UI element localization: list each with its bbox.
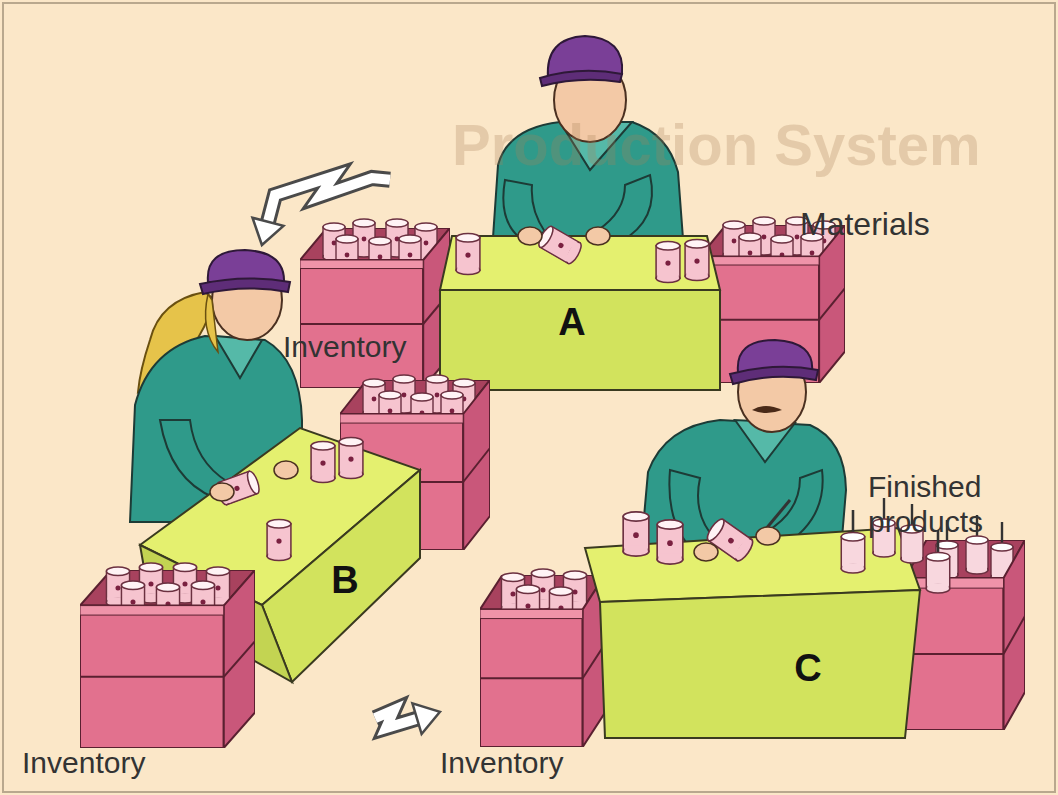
area-label: Inventory [283, 330, 406, 365]
arrow-body [375, 710, 417, 728]
table-letter: C [794, 649, 821, 687]
material-cylinder [339, 437, 363, 478]
area-label: Materials [800, 206, 930, 243]
arrow-head [253, 218, 284, 245]
inventory-crate [80, 570, 255, 748]
table-letter: B [331, 561, 358, 599]
watermark-text: Production System [452, 112, 981, 179]
hair [206, 294, 218, 352]
station-table: C [440, 340, 1030, 745]
worker-hand [756, 527, 780, 545]
moustache [752, 406, 782, 413]
worker-cap [208, 250, 284, 282]
material-cylinder [456, 233, 480, 274]
worker-hand [518, 227, 542, 245]
materials-crate [700, 225, 845, 383]
finished-product [841, 510, 864, 573]
cap-brim [540, 71, 622, 86]
flow-arrow [375, 703, 440, 734]
arrow-outline [375, 710, 417, 728]
inventory-crate [480, 575, 605, 747]
worker-hand [694, 543, 718, 561]
station-table: A [390, 20, 722, 390]
table-front [440, 290, 720, 390]
material-cylinder [267, 519, 291, 560]
material-cylinder [685, 239, 709, 280]
material-cylinder [657, 520, 683, 564]
arrow-head [412, 703, 440, 734]
material-cylinder [311, 441, 335, 482]
page-border [3, 3, 1055, 792]
station-table: B [75, 245, 375, 750]
material-cylinder [656, 241, 680, 282]
arrow-outline [268, 176, 390, 222]
worker-hand [210, 483, 234, 501]
inventory-crate [300, 228, 450, 388]
area-label: Inventory [440, 746, 563, 781]
material-cylinder [623, 512, 649, 556]
table-front [600, 590, 920, 738]
flow-arrow [253, 176, 390, 245]
arrow-body [268, 176, 390, 222]
finished-product [926, 530, 949, 593]
workpiece-cylinder [536, 224, 584, 265]
cap-brim [730, 367, 818, 384]
table-letter: A [558, 303, 585, 341]
area-label: Inventory [22, 746, 145, 781]
cap-brim [200, 278, 290, 294]
worker-hand [274, 461, 298, 479]
area-label: Finished products [868, 470, 1033, 539]
workpiece [536, 224, 584, 265]
worker-hand [586, 227, 610, 245]
finished-crate [905, 540, 1025, 730]
tool [765, 500, 790, 530]
table-front [262, 470, 420, 682]
shirt-collar [215, 336, 262, 378]
